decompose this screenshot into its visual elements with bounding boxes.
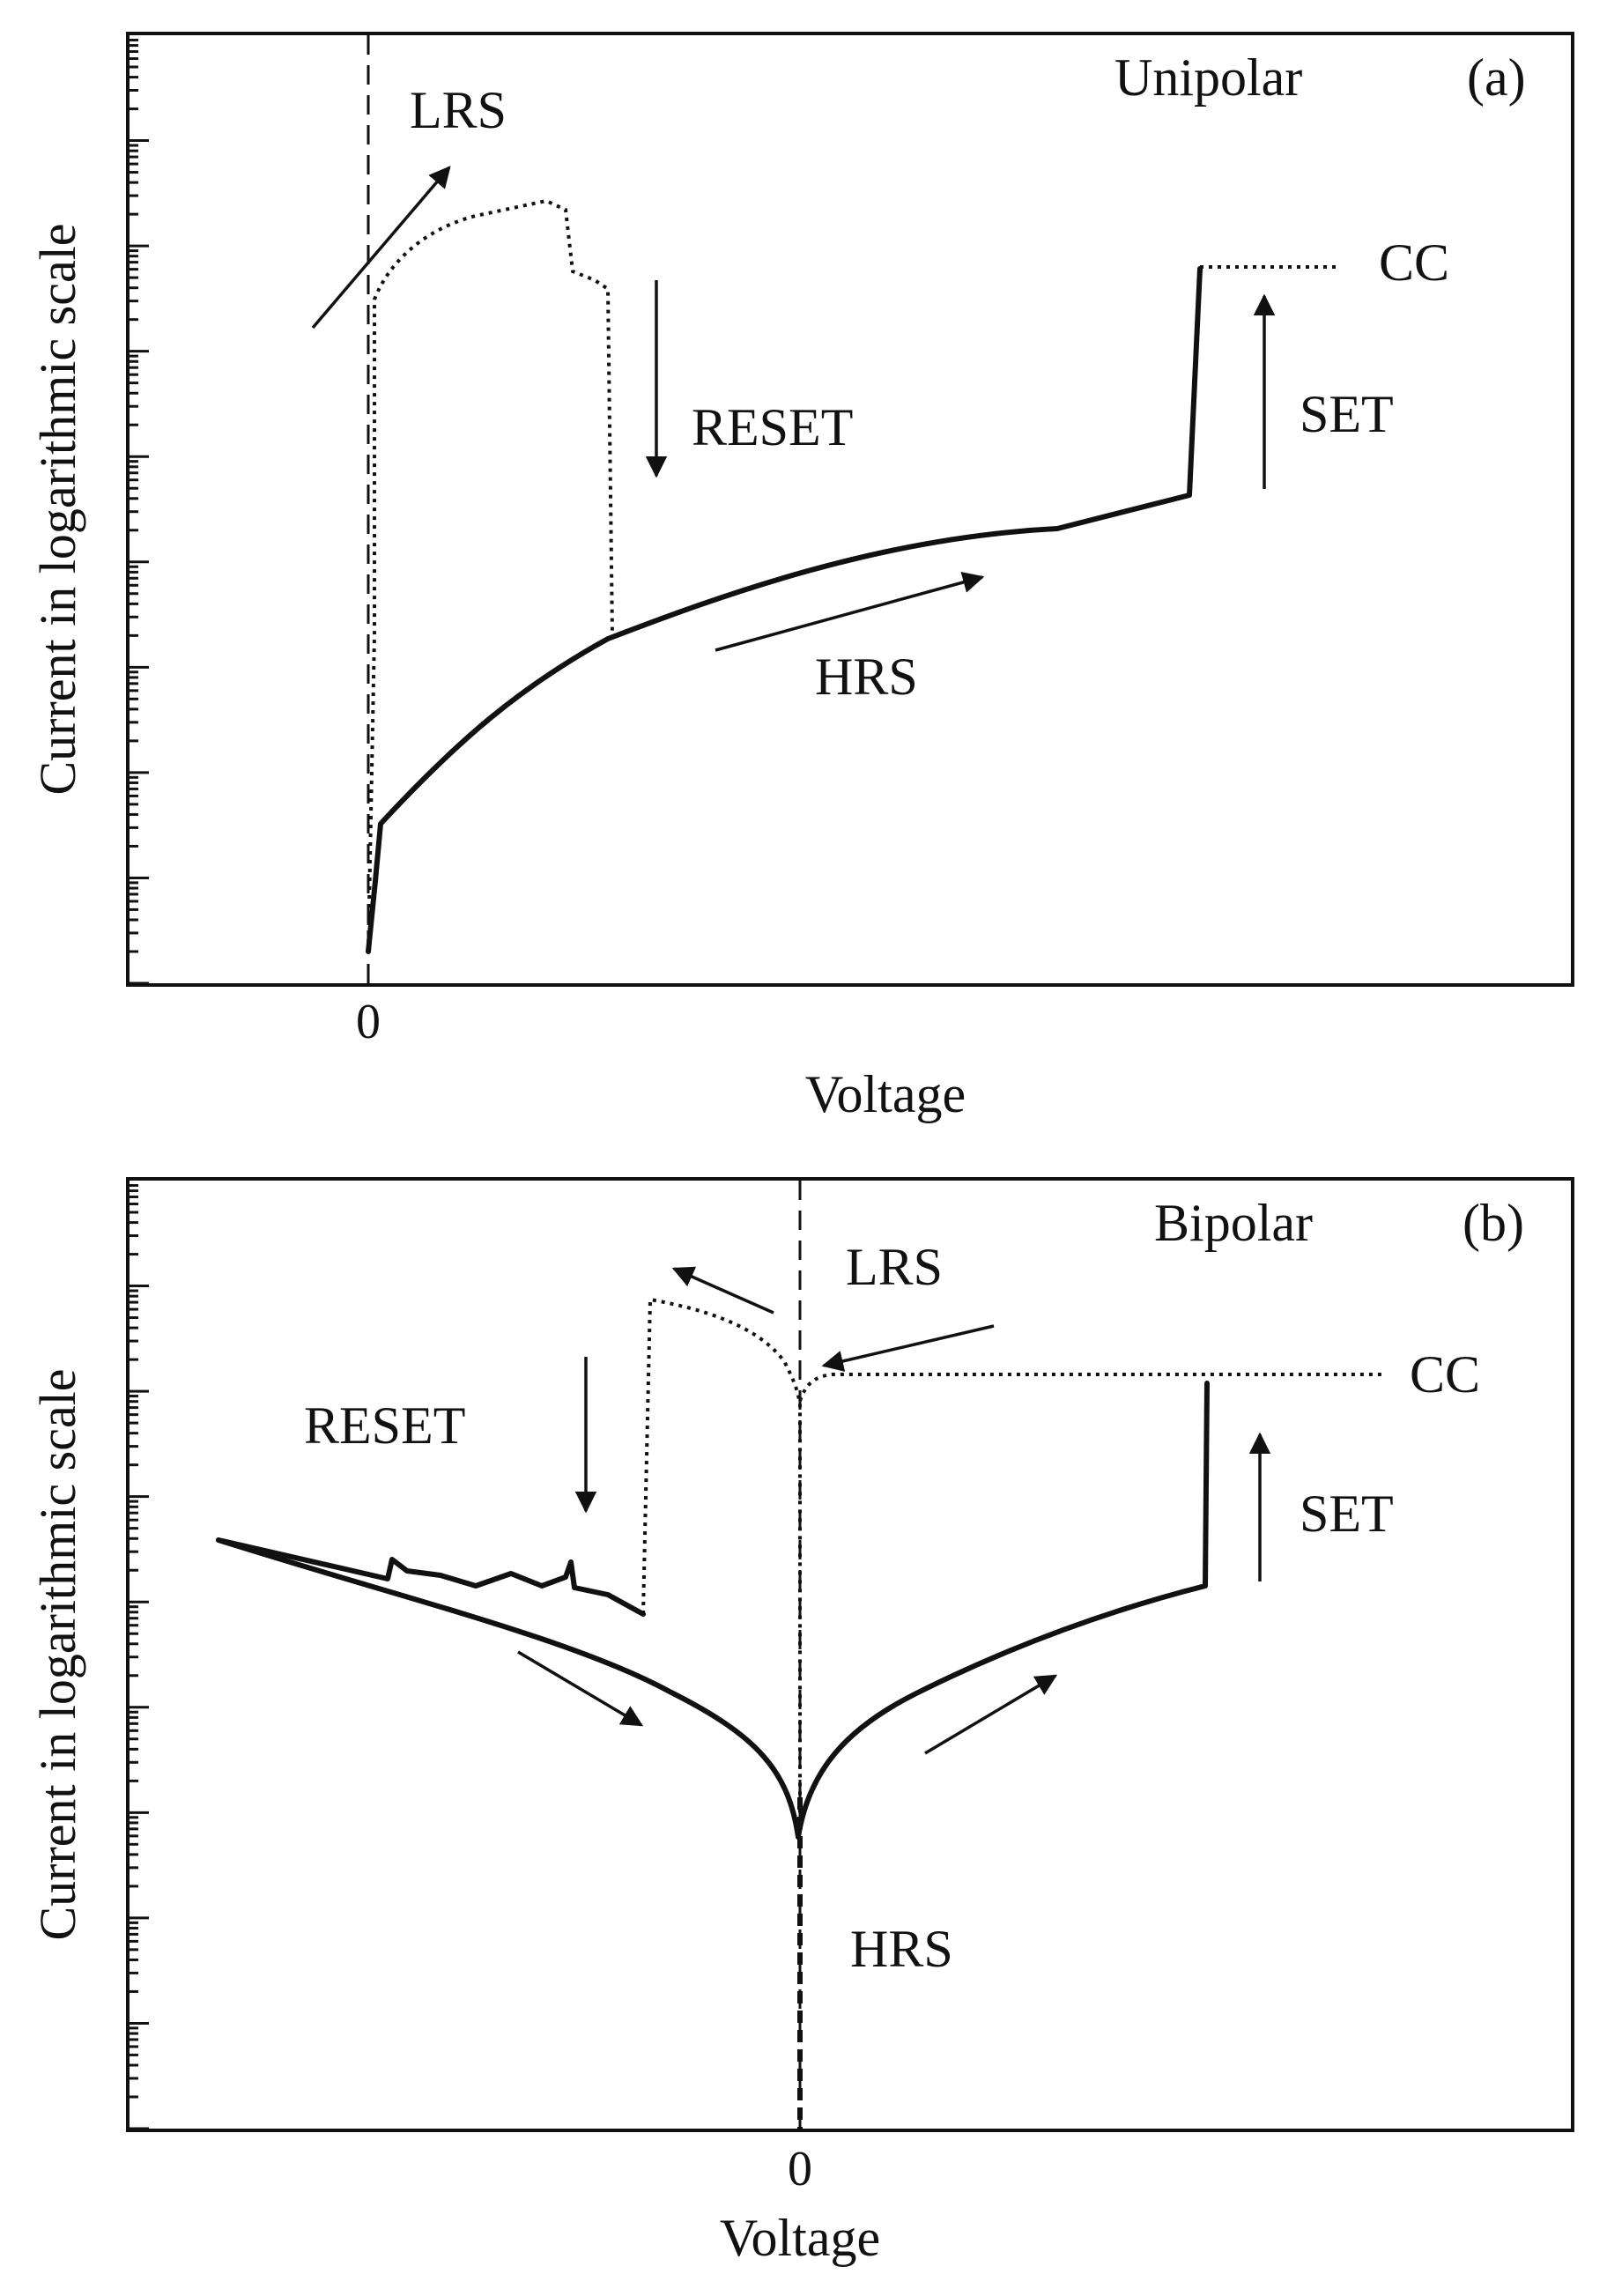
panel-b-annotation-set: SET <box>1300 1485 1394 1543</box>
panel-a-annotation-set: SET <box>1300 385 1394 443</box>
panel-a-annotation-reset: RESET <box>692 398 853 456</box>
panel-b-y-ticks <box>128 1183 149 2130</box>
panel-a-y-ticks <box>128 38 149 985</box>
panel-a-panel-label: (a) <box>1467 48 1526 107</box>
panel-b-lrs-arrow-right <box>821 1324 995 1372</box>
panel-b-y-axis-label: Current in logarithmic scale <box>29 1368 86 1940</box>
panel-b-annotation-hrs: HRS <box>850 1920 953 1978</box>
panel-b-frame <box>126 1177 1574 2132</box>
panel-b-panel-label: (b) <box>1463 1194 1524 1252</box>
panel-a-lrs-arrow <box>311 166 451 330</box>
panel-a-lrs-curve <box>367 198 614 952</box>
panel-b-annotation-lrs: LRS <box>846 1238 943 1296</box>
panel-b-hrs-curve-left <box>216 1537 801 1840</box>
panel-b-lrs-curve <box>641 1297 802 1815</box>
panel-a-annotation-hrs: HRS <box>815 648 918 706</box>
panel-b-hrs-arrow-left <box>517 1650 644 1727</box>
panel-a-frame <box>126 32 1574 987</box>
panel-b-hrs-reverse-sweep <box>216 1537 646 1617</box>
panel-b-cc-line <box>798 1373 1381 1402</box>
panel-a-annotation-cc: CC <box>1379 233 1449 292</box>
panel-b-annotation-reset: RESET <box>304 1396 465 1455</box>
panel-a: Unipolar (a) LRS RESET HRS SET CC 0 Volt… <box>29 32 1574 1123</box>
panel-a-mode-label: Unipolar <box>1115 48 1302 107</box>
panel-b-x-axis-label: Voltage <box>720 2209 880 2267</box>
panel-a-hrs-arrow <box>715 572 985 652</box>
panel-a-x-tick-zero: 0 <box>356 995 381 1049</box>
panel-a-y-axis-label: Current in logarithmic scale <box>29 223 86 795</box>
panel-b-mode-label: Bipolar <box>1154 1194 1313 1252</box>
panel-a-x-axis-label: Voltage <box>805 1065 966 1123</box>
panel-b-lrs-arrow-left <box>671 1266 774 1315</box>
panel-a-annotation-lrs: LRS <box>410 81 507 139</box>
panel-b-annotation-cc: CC <box>1410 1345 1480 1404</box>
panel-b: Bipolar (b) LRS RESET HRS SET CC 0 Volta… <box>29 1177 1574 2267</box>
panel-b-x-tick-zero: 0 <box>788 2142 812 2196</box>
panel-a-hrs-curve <box>366 266 1203 954</box>
panel-b-hrs-curve-right <box>796 1381 1210 1840</box>
panel-b-hrs-arrow-right <box>924 1674 1058 1755</box>
